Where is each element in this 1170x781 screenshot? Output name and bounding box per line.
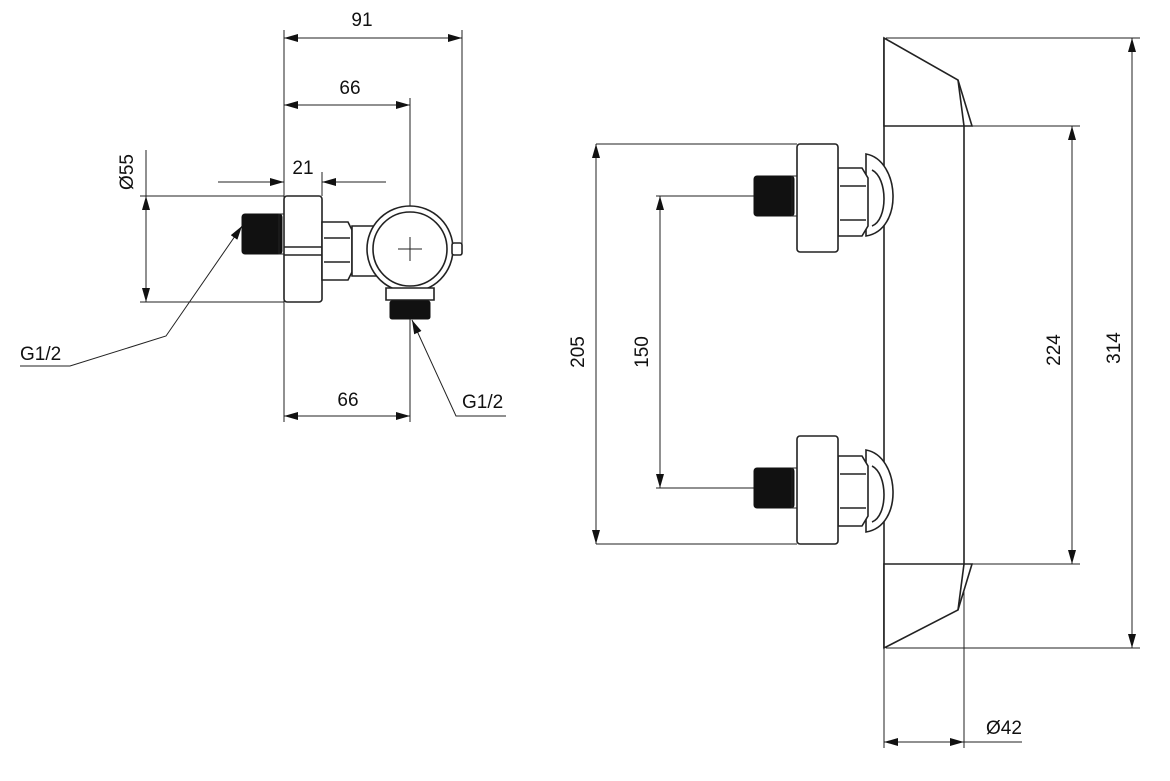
outlet-thread [389,300,431,320]
dim-body-length-total: 314 [1104,332,1125,364]
dim-wall-plate: 21 [292,158,313,179]
wall-plate [283,195,323,303]
handle-top [883,36,974,127]
dim-axis-depth-top: 66 [339,78,360,99]
upper-inlet [753,143,894,253]
dim-inlet-span-outer: 205 [568,336,589,368]
lower-inlet [753,435,894,545]
front-view: 205 150 224 314 Ø42 [568,36,1140,748]
label-thread-inlet: G1/2 [20,344,61,365]
dim-axis-depth-bottom: 66 [337,390,358,411]
label-thread-outlet: G1/2 [462,392,503,413]
dim-overall-depth: 91 [351,10,372,31]
side-view: 91 66 21 Ø55 66 G1/2 G1/2 [20,10,506,422]
dim-plate-diameter: Ø55 [117,154,138,190]
inlet-thread [241,213,283,255]
dim-inlet-spacing: 150 [632,336,653,368]
dim-body-length-inner: 224 [1044,334,1065,366]
dim-body-diameter: Ø42 [986,718,1022,739]
hex-nut [321,221,353,281]
